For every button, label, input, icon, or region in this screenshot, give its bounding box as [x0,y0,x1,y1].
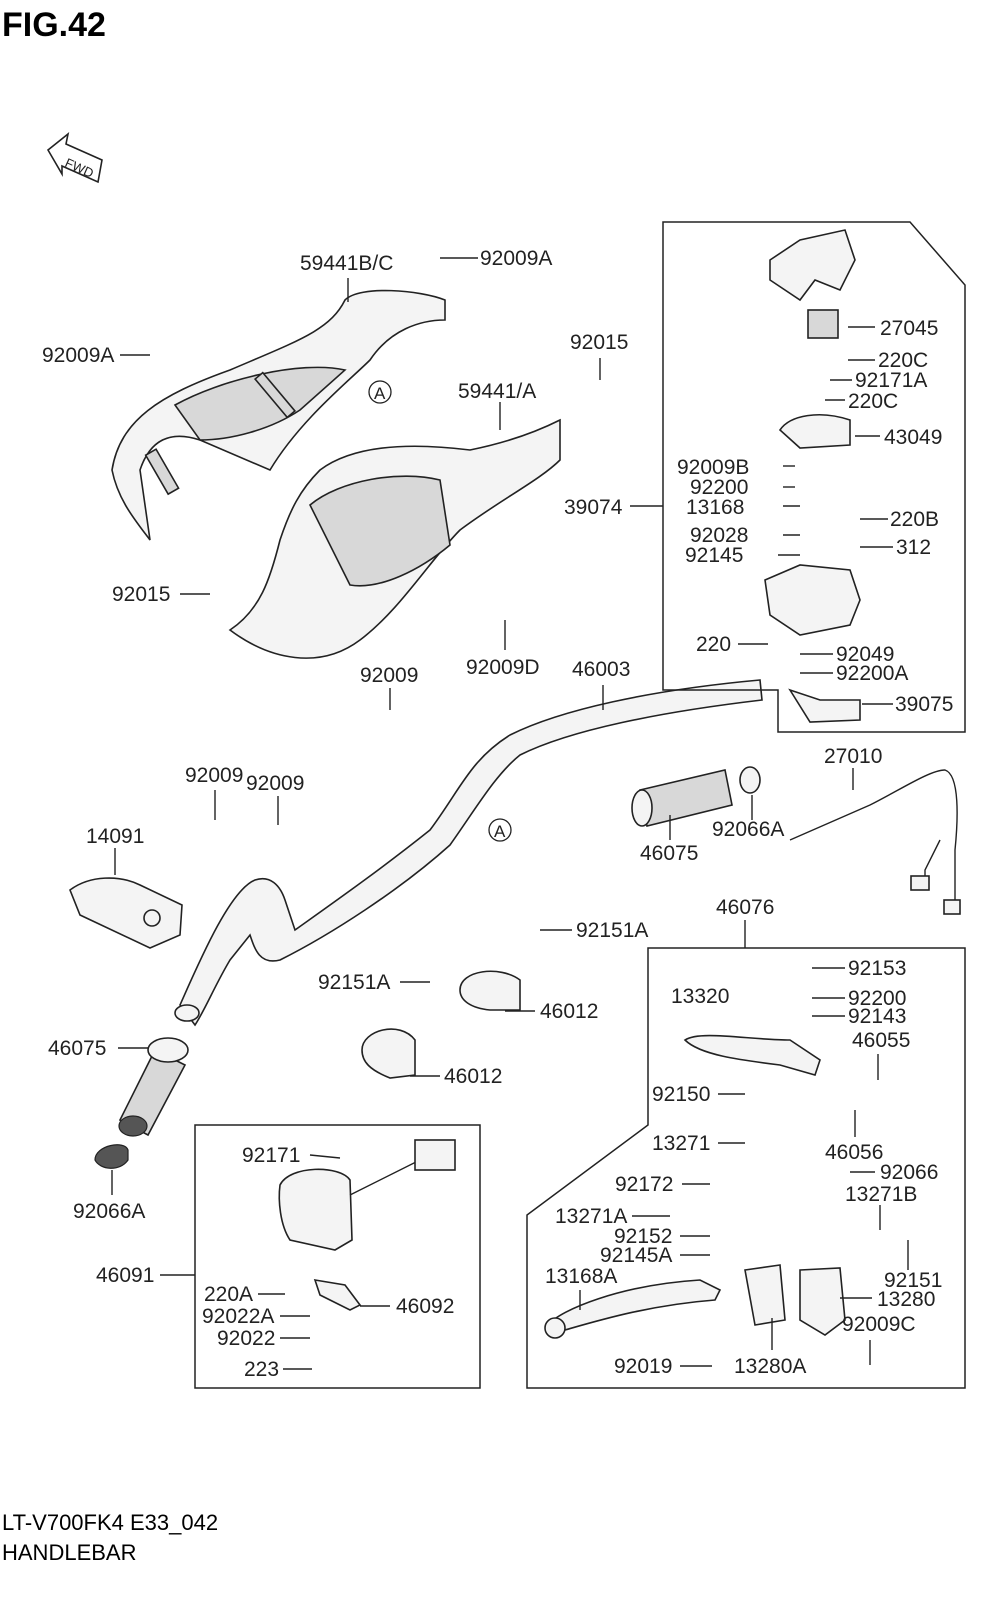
part-label: 92200 [848,987,906,1010]
handlebar-holders [361,970,521,1079]
part-label: 27045 [880,317,938,340]
part-label: 92019 [614,1355,672,1378]
part-label: 13280 [877,1288,935,1311]
part-label: 92145A [600,1244,672,1267]
part-label: 13271B [845,1183,917,1206]
part-label: 92009 [360,664,418,687]
handlebar-cover-lower [228,418,561,659]
part-label: 46091 [96,1264,154,1287]
part-label: 27010 [824,745,882,768]
left-grip-end-cap [94,1144,129,1169]
reference-marker-a-1: A [368,380,392,404]
part-label: 43049 [884,426,942,449]
part-label: 46075 [48,1037,106,1060]
part-label: 92022 [217,1327,275,1350]
reference-marker-a-2: A [488,818,512,842]
cable-guide [69,877,183,949]
part-label: 92066 [880,1161,938,1184]
part-label: 92151A [576,919,648,942]
brake-lever-group [544,1034,846,1339]
part-label: 92171 [242,1144,300,1167]
part-label: 223 [244,1358,279,1381]
part-label: 46056 [825,1141,883,1164]
part-label: 92066A [712,818,784,841]
handlebar-cover-upper [111,289,446,541]
part-label: 92009C [842,1313,916,1336]
part-label: 92145 [685,544,743,567]
part-label: 13280A [734,1355,806,1378]
part-label: 220C [848,390,898,413]
svg-text:A: A [374,384,386,403]
part-label: 46076 [716,896,774,919]
part-label: 92009 [185,764,243,787]
part-label: 46003 [572,658,630,681]
part-label: 92151A [318,971,390,994]
part-label: 59441B/C [300,252,393,275]
part-label: 92171A [855,369,927,392]
part-label: 92049 [836,643,894,666]
part-label: 312 [896,536,931,559]
part-label: 92015 [112,583,170,606]
throttle-case-group [764,229,861,723]
part-label: 13271 [652,1132,710,1155]
part-label: 92153 [848,957,906,980]
part-label: 92022A [202,1305,274,1328]
part-label: 92009A [42,344,114,367]
part-label: 46092 [396,1295,454,1318]
part-labels: 59441B/C 92009A 92009A 92015 59441/A 920… [42,247,953,1381]
part-label: 92200A [836,662,908,685]
part-label: 13271A [555,1205,627,1228]
part-label: 220 [696,633,731,656]
part-label: 14091 [86,825,144,848]
part-label: 92009D [466,656,540,679]
part-label: 39074 [564,496,623,519]
footer-model-code: LT-V700FK4 E33_042 [2,1510,218,1535]
part-label: 92009A [480,247,552,270]
right-grip [631,766,761,827]
part-label: 92066A [73,1200,145,1223]
part-label: 13168A [545,1265,617,1288]
fwd-arrow-icon: FWD [46,132,103,184]
part-label: 92150 [652,1083,710,1106]
part-label: 92151 [884,1269,942,1292]
part-label: 220B [890,508,939,531]
part-label: 92009 [246,772,304,795]
left-grip [118,1037,189,1137]
part-label: 92200 [690,476,748,499]
part-label: 13320 [671,985,729,1008]
leader-lines [111,257,909,1370]
part-label: 92015 [570,331,628,354]
figure-title: FIG.42 [2,6,106,44]
part-label: 220C [878,349,928,372]
throttle-group-box [662,221,966,733]
part-label: 92152 [614,1225,672,1248]
throttle-cable [789,769,961,915]
part-label: 92172 [615,1173,673,1196]
brake-group-box [526,947,966,1389]
part-label: 92143 [848,1005,906,1028]
part-label: 46012 [444,1065,502,1088]
switch-group-box [194,1124,481,1389]
footer-section-title: HANDLEBAR [2,1540,136,1565]
part-label: 46075 [640,842,698,865]
left-switch-group [278,1139,456,1311]
part-label: 39075 [895,693,953,716]
part-label: 92028 [690,524,748,547]
part-label: 13168 [686,496,744,519]
part-label: 92009B [677,456,749,479]
svg-text:A: A [494,822,506,841]
part-label: 220A [204,1283,253,1306]
part-label: 46012 [540,1000,598,1023]
part-label: 46055 [852,1029,910,1052]
part-label: 59441/A [458,380,536,403]
handlebar-tube [174,679,763,1027]
